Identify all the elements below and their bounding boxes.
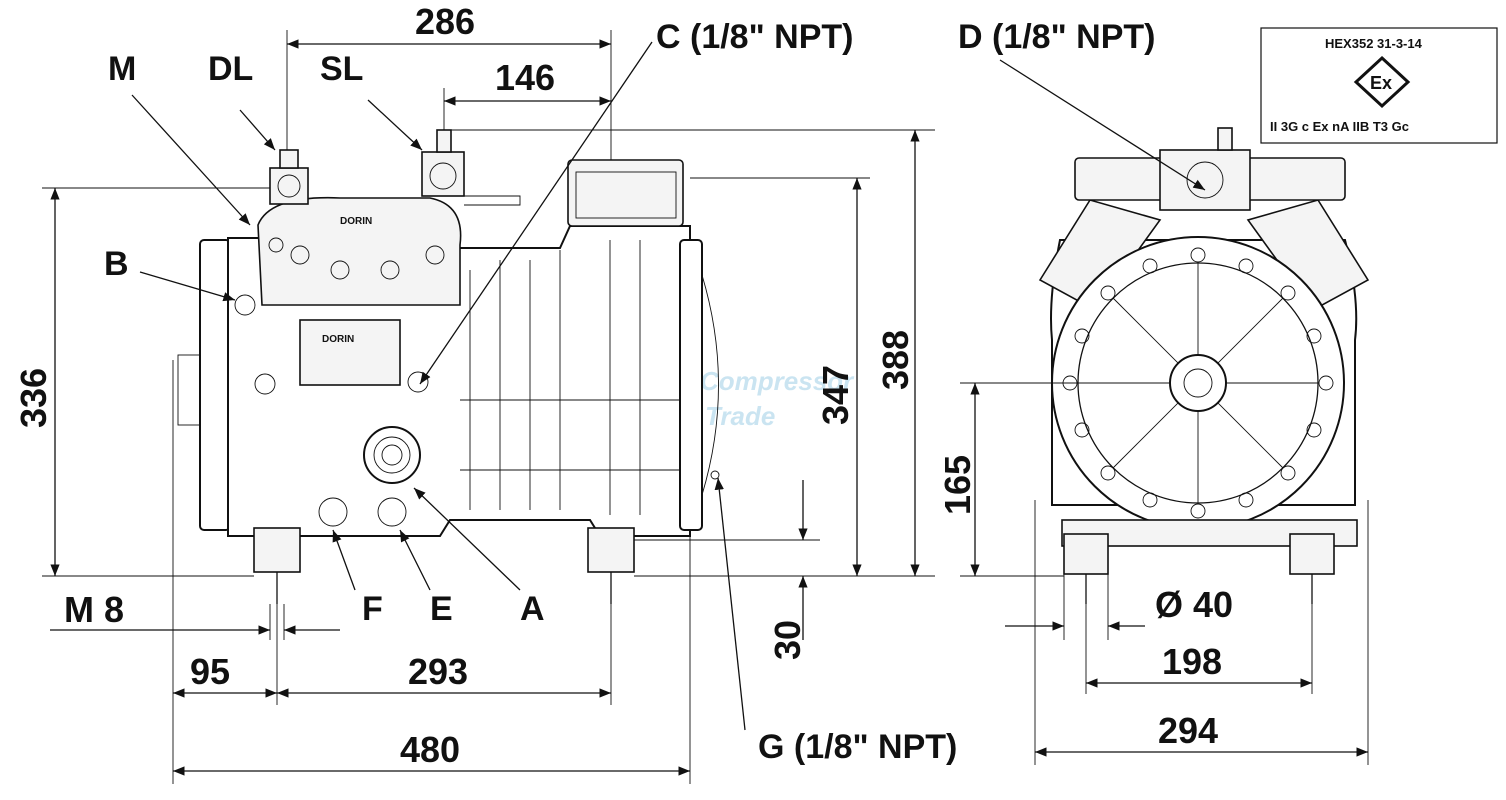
ex-mark-text: Ex <box>1370 73 1392 93</box>
front-view-dimensions: 165 Ø 40 198 294 <box>937 382 1369 765</box>
dim-165: 165 <box>937 455 978 515</box>
dim-dia-40: Ø 40 <box>1155 584 1233 625</box>
label-f: F <box>362 590 383 628</box>
side-view: DORIN DORIN <box>177 129 720 604</box>
side-view-dimensions: 286 146 336 347 388 30 M 8 <box>13 1 935 784</box>
dim-294: 294 <box>1158 710 1218 751</box>
label-e: E <box>430 590 453 628</box>
label-a: A <box>520 590 545 628</box>
label-d: D (1/8" NPT) <box>958 18 1155 56</box>
connection-labels: M DL SL B C (1/8" NPT) D (1/8" NPT) F E … <box>104 18 1206 766</box>
brand-mark-head: DORIN <box>340 216 372 227</box>
dim-293: 293 <box>408 651 468 692</box>
dim-480: 480 <box>400 729 460 770</box>
label-b: B <box>104 245 129 283</box>
dim-146: 146 <box>495 57 555 98</box>
ex-mark-icon: Ex <box>1353 55 1411 109</box>
dim-m8: M 8 <box>64 589 124 630</box>
label-m: M <box>108 50 136 88</box>
dim-336: 336 <box>13 368 54 428</box>
dim-95: 95 <box>190 651 230 692</box>
dim-286: 286 <box>415 1 475 42</box>
watermark-line2: Trade <box>705 401 775 431</box>
label-g: G (1/8" NPT) <box>758 728 957 766</box>
brand-mark-plate: DORIN <box>322 334 354 345</box>
dim-30: 30 <box>767 620 808 660</box>
label-dl: DL <box>208 50 253 88</box>
label-sl: SL <box>320 50 363 88</box>
dim-347: 347 <box>815 365 856 425</box>
label-c: C (1/8" NPT) <box>656 18 853 56</box>
certificate-marking: II 3G c Ex nA IIB T3 Gc <box>1270 119 1409 134</box>
atex-certificate-box: HEX352 31-3-14 Ex II 3G c Ex nA IIB T3 G… <box>1260 27 1498 144</box>
watermark-line1: Compressor <box>700 366 855 396</box>
certificate-ref: HEX352 31-3-14 <box>1325 36 1423 51</box>
front-view <box>1038 127 1370 604</box>
dim-388: 388 <box>875 330 916 390</box>
dim-198: 198 <box>1162 641 1222 682</box>
